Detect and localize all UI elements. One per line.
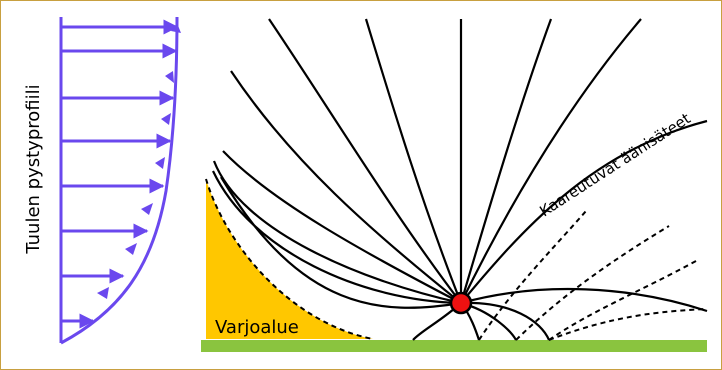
reflected-ray-2 [515,225,670,341]
ray-left-1 [212,160,462,305]
ray-up-right-1 [459,18,553,304]
ray-up-left-4 [222,150,462,304]
ray-right-low [460,287,708,313]
wind-profile-label: Tuulen pystyprofiili [23,84,44,254]
profile-tick-4 [155,157,165,169]
ray-up-left-2 [268,18,462,304]
reflected-ray-4 [548,308,708,341]
wind-profile [59,16,181,345]
ray-left-2 [212,170,462,305]
profile-tick-3 [161,113,171,125]
reflected-ray-3 [548,260,697,341]
profile-tick-1 [171,23,181,33]
profile-curve [60,16,179,345]
profile-tick-6 [125,243,137,255]
shadow-zone-label: Varjoalue [215,317,299,338]
ground [201,340,707,352]
profile-tick-2 [165,71,174,83]
profile-tick-7 [97,287,109,299]
shadow-zone [206,179,373,339]
shadow-zone-boundary [205,178,374,340]
ray-up-right-3 [460,119,708,304]
ray-up-left-1 [364,18,463,304]
reflected-ray-1 [478,210,587,341]
ray-up-left-3 [230,70,462,304]
reflected-rays [478,210,708,341]
sound-source [449,291,473,315]
profile-tick-5 [141,203,153,215]
ray-up-right-2 [460,18,642,304]
ray-left-3 [220,176,462,309]
sound-rays [212,18,708,341]
ray-down-3 [460,301,551,341]
